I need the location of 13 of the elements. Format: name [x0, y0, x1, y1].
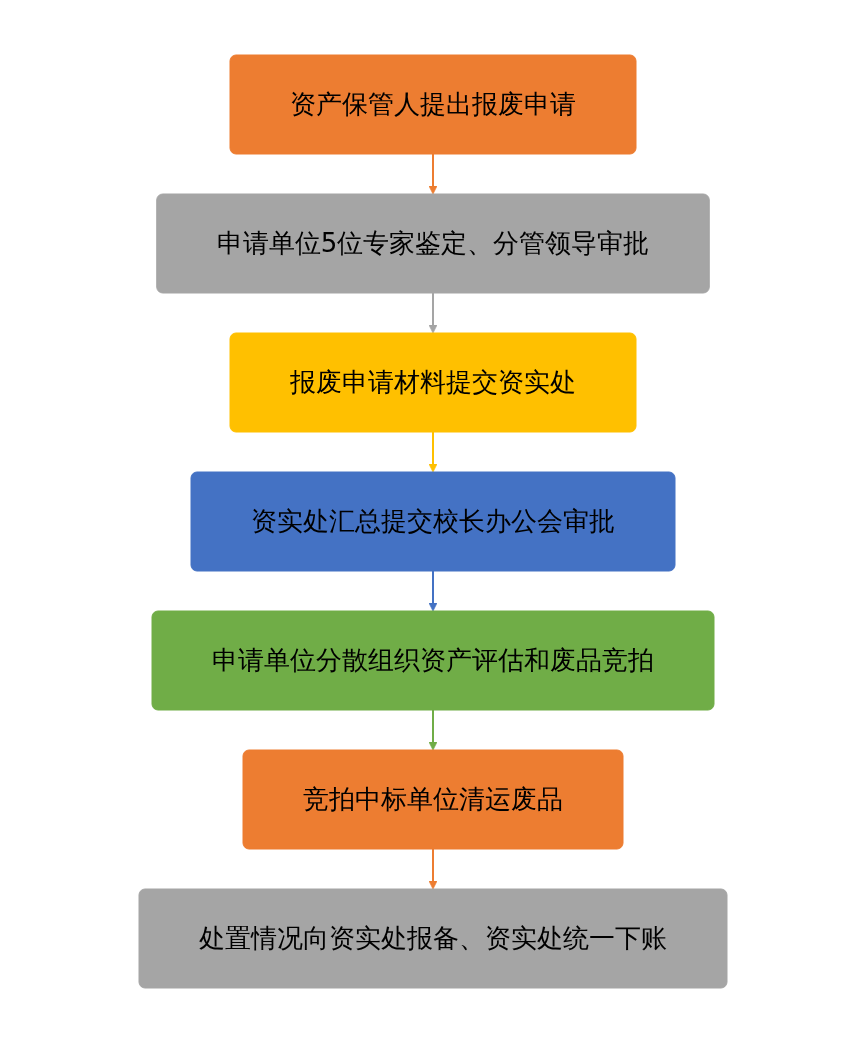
node-box: 竞拍中标单位清运废品 — [242, 749, 623, 850]
arrow — [428, 153, 437, 195]
arrow — [428, 709, 437, 751]
node-box: 处置情况向资实处报备、资实处统一下账 — [138, 888, 727, 989]
arrow — [428, 848, 437, 890]
node-box: 报废申请材料提交资实处 — [229, 332, 636, 433]
arrow — [428, 292, 437, 334]
node-box: 申请单位5位专家鉴定、分管领导审批 — [155, 193, 710, 294]
node-box: 资产保管人提出报废申请 — [229, 54, 636, 155]
arrow — [428, 431, 437, 473]
node-box: 申请单位分散组织资产评估和废品竞拍 — [151, 610, 714, 711]
arrow — [428, 570, 437, 612]
node-box: 资实处汇总提交校长办公会审批 — [190, 471, 675, 572]
